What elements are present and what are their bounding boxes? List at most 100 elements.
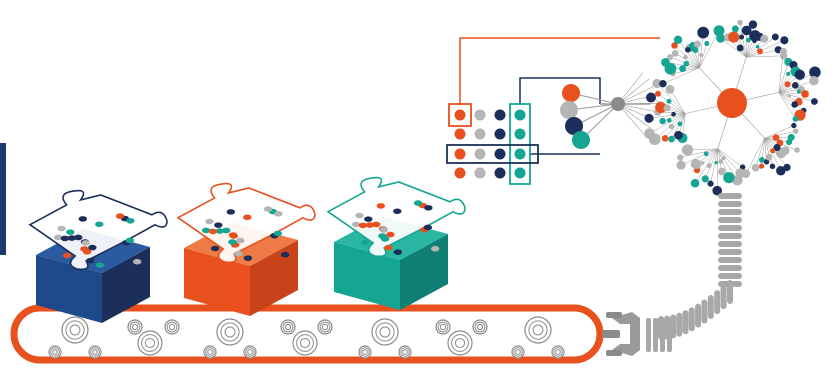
puzzle-dot: [376, 203, 386, 209]
network-node: [661, 135, 669, 142]
dot-matrix-icon: [446, 103, 539, 185]
network-node: [801, 90, 809, 98]
conveyor-roller-ring: [282, 321, 294, 333]
network-node: [745, 37, 751, 43]
network-node: [796, 89, 801, 94]
network-node: [655, 90, 661, 97]
conveyor-belt-icon: [10, 304, 604, 364]
small-cluster-graph: [560, 72, 658, 149]
network-edge: [778, 89, 802, 93]
network-node: [665, 84, 675, 94]
network-node: [731, 25, 739, 33]
network-edge: [778, 61, 789, 93]
puzzle-dot: [78, 216, 88, 222]
network-edge: [699, 30, 720, 68]
puzzle-dot: [215, 228, 225, 234]
network-edge: [746, 38, 765, 58]
network-node: [677, 154, 684, 161]
cable-segment: [718, 225, 742, 231]
network-node: [683, 60, 690, 67]
network-edge: [717, 148, 741, 174]
conveyor-roller-ring: [166, 321, 178, 333]
cable-segment: [718, 257, 742, 263]
puzzle-piece-blue-icon: [28, 189, 168, 323]
conveyor-roller-ring: [205, 347, 215, 357]
gripper-finger-middle: [602, 330, 620, 338]
puzzle-side-right: [102, 247, 150, 323]
network-node: [697, 26, 710, 39]
network-edge: [648, 113, 686, 119]
conveyor-roller-ring: [513, 347, 523, 357]
network-node: [748, 20, 758, 29]
matrix-dot: [514, 167, 526, 179]
network-edge: [746, 49, 779, 58]
network-node: [681, 144, 694, 156]
puzzle-dot: [81, 240, 90, 246]
network-node: [779, 47, 788, 56]
puzzle-dot: [413, 200, 423, 206]
puzzle-dot: [115, 213, 125, 219]
puzzle-dot: [351, 221, 361, 228]
puzzle-outline: [28, 189, 168, 271]
network-node: [809, 66, 821, 78]
network-node: [677, 121, 683, 127]
network-node: [666, 117, 672, 123]
network-node: [760, 34, 769, 43]
puzzle-dot: [430, 245, 440, 252]
network-node: [718, 159, 724, 164]
wrist-segment: [653, 318, 658, 352]
network-edge: [673, 67, 700, 74]
network-edge: [755, 138, 765, 168]
robot-cable: [658, 193, 742, 340]
network-node: [707, 180, 714, 187]
puzzle-dot: [132, 258, 142, 265]
puzzle-dot: [393, 208, 402, 215]
network-node: [714, 161, 718, 165]
network-node: [690, 158, 701, 170]
network-edge: [680, 148, 718, 166]
network-edge: [657, 93, 686, 114]
connector-lines: [459, 37, 660, 155]
puzzle-dot: [236, 237, 245, 244]
network-node: [671, 111, 676, 117]
puzzle-dot: [86, 257, 95, 264]
puzzle-outline: [176, 182, 316, 264]
network-edge: [705, 148, 719, 179]
network-node: [690, 178, 700, 188]
conveyor-roller-ring: [299, 337, 311, 349]
puzzle-dot: [243, 255, 253, 261]
conveyor-roller-ring: [168, 323, 176, 331]
network-node: [644, 113, 654, 123]
conveyor-roller-ring: [321, 323, 329, 331]
conveyor-roller-ring: [245, 347, 255, 357]
network-edge: [675, 53, 700, 69]
puzzle-dot: [66, 229, 75, 235]
puzzle-dot: [95, 262, 105, 268]
network-node: [794, 69, 805, 80]
network-edge: [696, 148, 718, 171]
conveyor-roller-ring: [474, 321, 486, 333]
network-node: [752, 39, 757, 44]
network-node: [683, 54, 688, 60]
conveyor-roller-ring: [360, 347, 370, 357]
puzzle-dot: [222, 227, 231, 234]
cable-segment: [682, 310, 689, 335]
puzzle-dot: [205, 218, 214, 225]
network-node: [770, 148, 776, 154]
conveyor-rollers: [48, 316, 565, 359]
network-edge: [739, 22, 747, 58]
network-edge: [662, 67, 700, 84]
cable-segment: [727, 280, 733, 304]
network-edge: [778, 92, 806, 95]
puzzle-dot: [234, 250, 243, 257]
network-edge: [746, 36, 776, 58]
network-node: [661, 57, 670, 67]
matrix-highlight-cell: [448, 103, 472, 127]
puzzle-piece-teal-icon: [326, 176, 466, 310]
network-node: [791, 82, 799, 89]
conveyor-roller-ring: [402, 349, 408, 355]
conveyor-roller-ring: [528, 320, 548, 340]
network-node: [736, 44, 744, 52]
puzzle-dot: [57, 225, 66, 232]
network-node: [673, 35, 683, 45]
